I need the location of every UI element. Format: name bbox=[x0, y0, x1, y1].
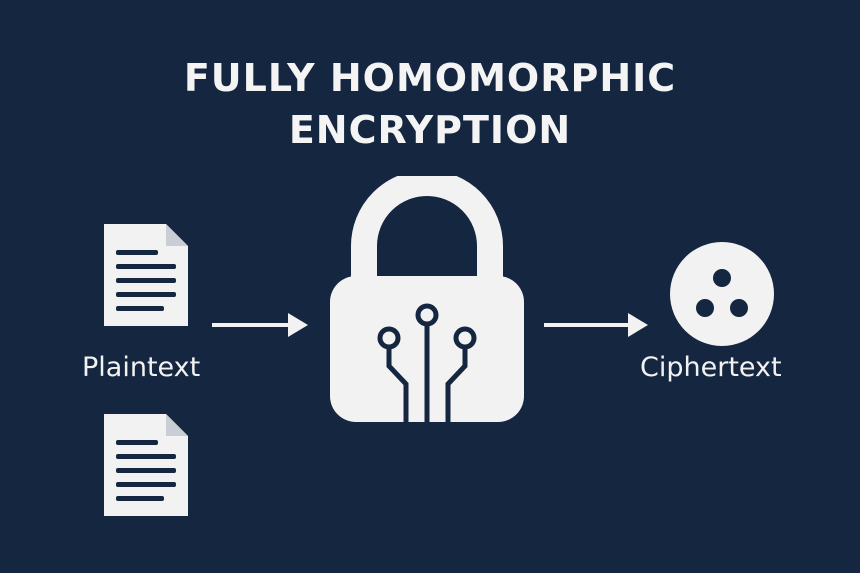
diagram-title: FULLY HOMOMORPHIC ENCRYPTION bbox=[0, 52, 860, 156]
arrow-right-icon bbox=[212, 310, 310, 340]
cipher-dots-icon bbox=[668, 240, 776, 348]
document-icon bbox=[100, 410, 192, 520]
ciphertext-label: Ciphertext bbox=[640, 352, 782, 383]
title-line-2: ENCRYPTION bbox=[288, 108, 572, 152]
arrow-right-icon bbox=[544, 310, 650, 340]
document-icon bbox=[100, 220, 192, 330]
circuit-lock-icon bbox=[328, 176, 526, 424]
plaintext-label: Plaintext bbox=[82, 352, 201, 383]
title-line-1: FULLY HOMOMORPHIC bbox=[183, 56, 677, 100]
